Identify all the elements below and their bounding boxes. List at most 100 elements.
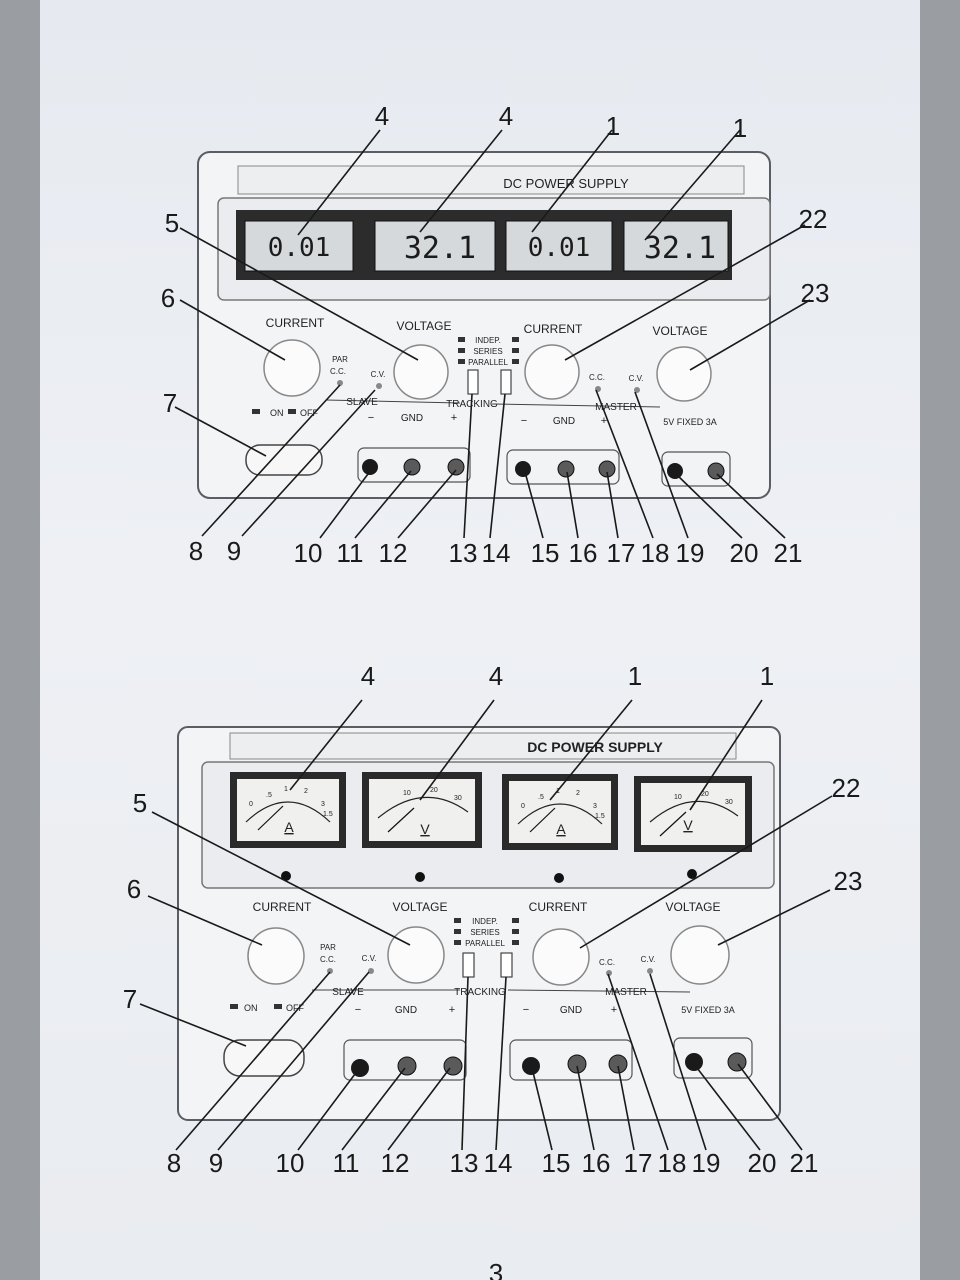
- label-cv-master: C.V.: [629, 374, 644, 383]
- knob-current-slave[interactable]: [263, 339, 321, 397]
- svg-text:2: 2: [576, 790, 580, 797]
- label-plus-slave: +: [451, 412, 457, 424]
- tracking-switch-2[interactable]: [500, 952, 513, 978]
- knob-current-slave[interactable]: [247, 927, 305, 985]
- tracking-switch-1[interactable]: [462, 952, 475, 978]
- svg-text:2: 2: [304, 788, 308, 795]
- power-switch[interactable]: [223, 1039, 305, 1077]
- svg-text:.5: .5: [538, 794, 544, 801]
- label-fixed-output: 5V FIXED 3A: [681, 1005, 735, 1015]
- tracking-switch-2[interactable]: [500, 369, 512, 395]
- digital-unit-title: DC POWER SUPPLY: [503, 176, 629, 191]
- terminal-master-negative[interactable]: [515, 461, 531, 477]
- callout-12: 12: [381, 1148, 410, 1178]
- lcd-master-current: [505, 220, 613, 272]
- lcd-value-2: 32.1: [404, 231, 476, 266]
- label-off: OFF: [286, 1003, 304, 1013]
- terminal-slave-negative[interactable]: [362, 459, 378, 475]
- terminal-slave-positive[interactable]: [447, 458, 465, 476]
- callout-12: 12: [379, 538, 408, 568]
- meter-slave-current: 0 .5 1 2 3 1.5 A: [230, 772, 346, 848]
- callout-10: 10: [276, 1148, 305, 1178]
- label-series: SERIES: [473, 347, 502, 356]
- label-series: SERIES: [470, 928, 499, 937]
- terminal-master-positive[interactable]: [598, 460, 616, 478]
- knob-current-master[interactable]: [532, 928, 590, 986]
- label-minus-master: −: [523, 1004, 529, 1016]
- page-number: 3: [489, 1258, 503, 1280]
- terminal-fixed-positive[interactable]: [727, 1052, 747, 1072]
- meter-unit-volts: V: [683, 817, 693, 833]
- meter-slave-voltage: 10 20 30 V: [362, 772, 482, 848]
- callout-16: 16: [569, 538, 598, 568]
- svg-text:0: 0: [249, 801, 253, 808]
- zero-adjust-1[interactable]: [281, 871, 291, 881]
- label-current-slave: CURRENT: [253, 900, 312, 914]
- meter-unit-amps: A: [556, 821, 566, 837]
- svg-text:10: 10: [674, 794, 682, 801]
- zero-adjust-3[interactable]: [554, 873, 564, 883]
- lcd-slave-voltage: [374, 220, 496, 272]
- callout-14: 14: [484, 1148, 513, 1178]
- callout-4: 4: [375, 101, 389, 131]
- callout-17: 17: [607, 538, 636, 568]
- terminal-fixed-positive[interactable]: [707, 462, 725, 480]
- meter-unit-amps: A: [284, 819, 294, 835]
- label-slave: SLAVE: [346, 397, 378, 408]
- callout-15: 15: [542, 1148, 571, 1178]
- lcd-master-voltage: [623, 220, 729, 272]
- terminal-master-positive[interactable]: [608, 1054, 628, 1074]
- callout-20: 20: [730, 538, 759, 568]
- label-cc-slave: C.C.: [330, 367, 346, 376]
- label-cv-slave: C.V.: [371, 370, 386, 379]
- manual-page: DC POWER SUPPLY 0.01 32.1 0.01 32.1 CURR…: [40, 0, 920, 1280]
- label-cv-master: C.V.: [641, 955, 656, 964]
- callout-18: 18: [658, 1148, 687, 1178]
- knob-voltage-master[interactable]: [656, 346, 712, 402]
- knob-voltage-master[interactable]: [670, 925, 730, 985]
- knob-voltage-slave[interactable]: [393, 344, 449, 400]
- callout-7: 7: [163, 388, 177, 418]
- svg-text:10: 10: [403, 790, 411, 797]
- analog-callout-leaders: [139, 699, 833, 1151]
- callout-1: 1: [733, 113, 747, 143]
- label-plus-master: +: [611, 1004, 617, 1016]
- meter-master-current: 0 .5 1 2 3 1.5 A: [502, 774, 618, 850]
- callout-14: 14: [482, 538, 511, 568]
- callout-8: 8: [167, 1148, 181, 1178]
- label-gnd-slave: GND: [395, 1005, 417, 1016]
- label-master: MASTER: [605, 987, 647, 998]
- label-current-master: CURRENT: [529, 900, 588, 914]
- label-cc-master: C.C.: [599, 958, 615, 967]
- zero-adjust-4[interactable]: [687, 869, 697, 879]
- terminal-master-negative[interactable]: [522, 1057, 540, 1075]
- terminal-fixed-negative[interactable]: [667, 463, 683, 479]
- label-cc-master: C.C.: [589, 373, 605, 382]
- svg-text:20: 20: [430, 787, 438, 794]
- led-cv-slave: [376, 383, 382, 389]
- terminal-master-gnd[interactable]: [557, 460, 575, 478]
- label-voltage-master: VOLTAGE: [666, 900, 721, 914]
- terminal-fixed-negative[interactable]: [685, 1053, 703, 1071]
- callout-1: 1: [628, 661, 642, 691]
- terminal-slave-gnd[interactable]: [403, 458, 421, 476]
- terminal-slave-negative[interactable]: [351, 1059, 369, 1077]
- led-cc-slave: [337, 380, 343, 386]
- label-minus-slave: −: [355, 1004, 361, 1016]
- terminal-master-gnd[interactable]: [567, 1054, 587, 1074]
- label-plus-master: +: [601, 415, 607, 427]
- svg-text:.5: .5: [266, 792, 272, 799]
- tracking-switch-1[interactable]: [467, 369, 479, 395]
- label-par: PAR: [320, 943, 336, 952]
- svg-text:1.5: 1.5: [323, 811, 333, 818]
- svg-text:1: 1: [284, 786, 288, 793]
- label-tracking: TRACKING: [454, 987, 506, 998]
- label-on: ON: [270, 408, 284, 418]
- callout-22: 22: [832, 773, 861, 803]
- zero-adjust-2[interactable]: [415, 872, 425, 882]
- led-cc-slave: [327, 968, 333, 974]
- knob-current-master[interactable]: [524, 344, 580, 400]
- callout-21: 21: [774, 538, 803, 568]
- callout-20: 20: [748, 1148, 777, 1178]
- knob-voltage-slave[interactable]: [387, 926, 445, 984]
